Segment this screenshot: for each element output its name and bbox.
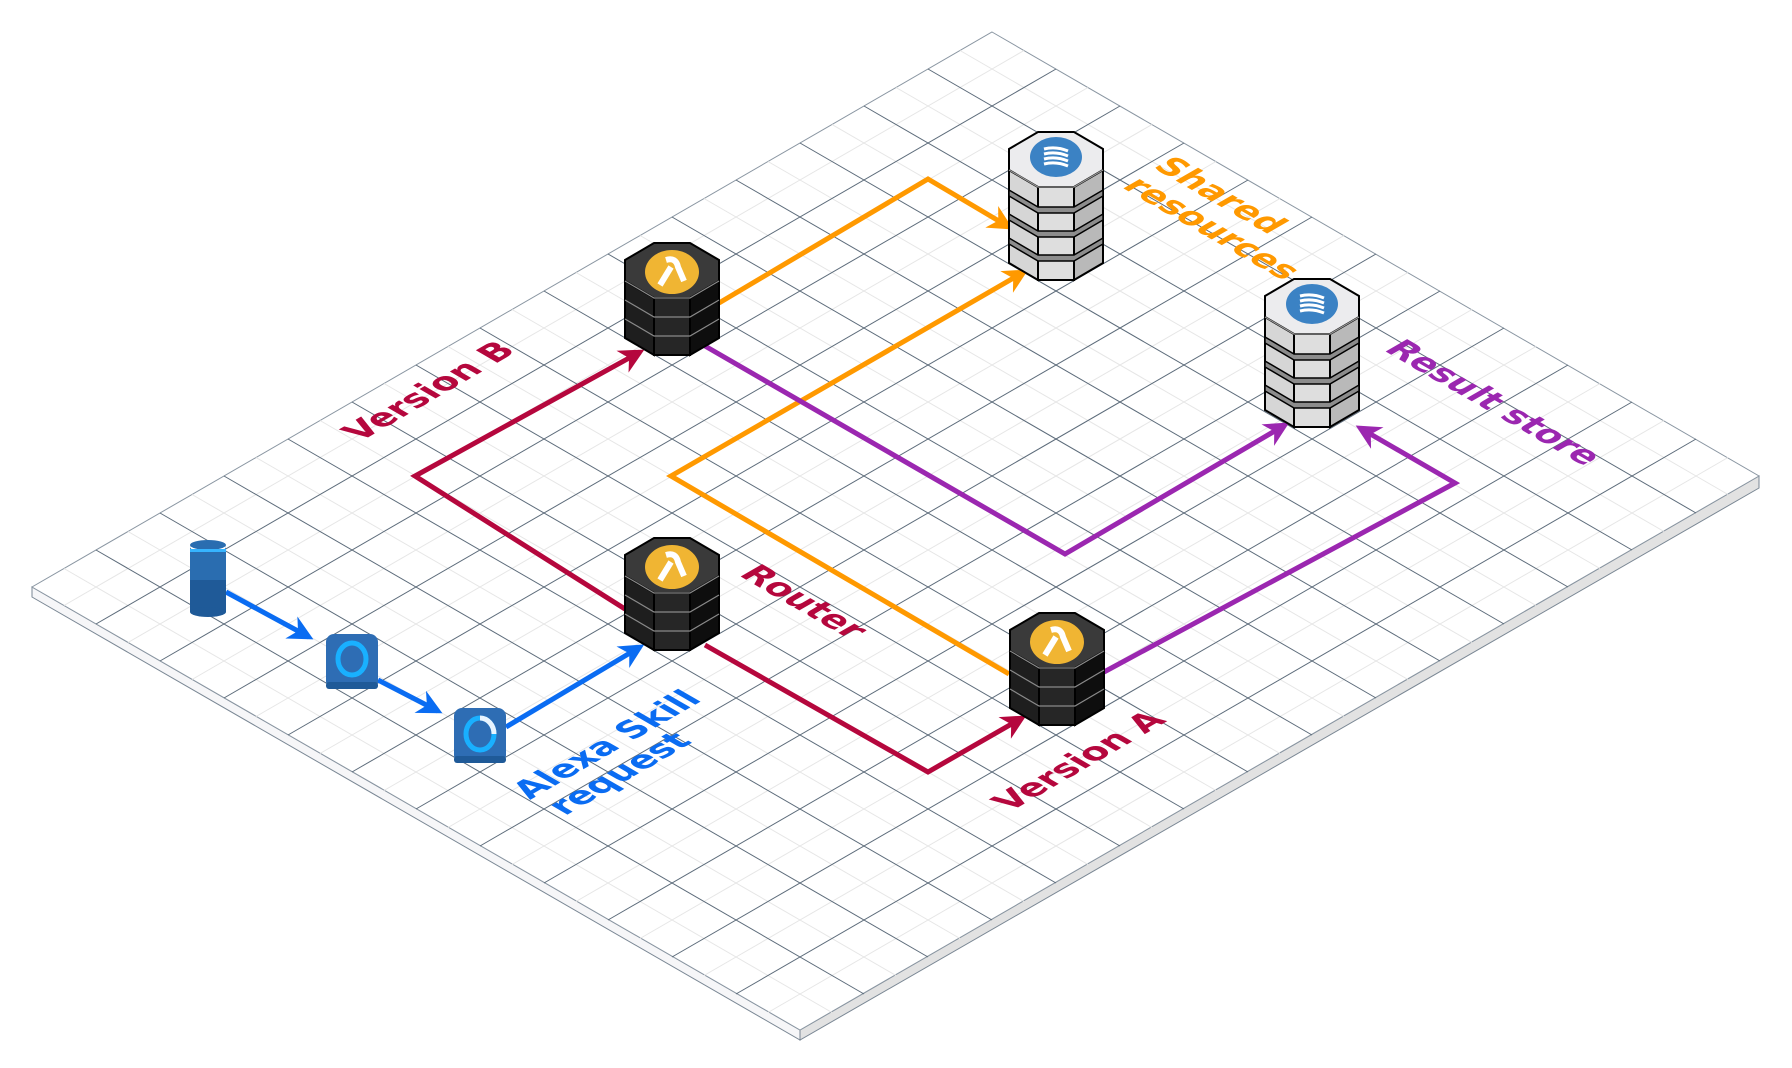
grid-major-line xyxy=(287,438,1057,884)
grid-major-line xyxy=(95,549,865,995)
grid-major-line xyxy=(479,327,1249,773)
grid-major-line xyxy=(415,253,1377,810)
stack-layer-band xyxy=(1264,383,1360,409)
edge-router-to-version-a xyxy=(703,642,1027,775)
grid-major-line xyxy=(95,68,1057,625)
edge-router-to-version-b xyxy=(410,349,645,612)
router-lambda[interactable] xyxy=(624,537,720,652)
edge-version-b-to-result xyxy=(703,343,1290,557)
edge-version-b-to-shared xyxy=(717,176,1014,306)
version-a-lambda[interactable] xyxy=(1009,612,1105,727)
grid-major-line xyxy=(799,142,1569,588)
grid-major-line xyxy=(159,512,929,958)
stack-side-front xyxy=(653,592,691,651)
grid-major-line xyxy=(543,327,1505,884)
stack-layer-line xyxy=(624,299,720,318)
grid-major-line xyxy=(735,179,1505,625)
stack-layer-band xyxy=(1264,335,1360,361)
stack-top-edge xyxy=(1008,169,1104,188)
stack-layer-line xyxy=(1009,688,1105,707)
stack-top-edge xyxy=(624,575,720,594)
alexa-icon[interactable] xyxy=(326,634,378,689)
edge-skillskit-to-router xyxy=(504,644,645,730)
stack-top-edge xyxy=(624,280,720,299)
grid-major-line xyxy=(607,253,1377,699)
grid-major-line xyxy=(543,290,1313,736)
stack-top-edge xyxy=(1264,316,1360,335)
stack-layer-band xyxy=(1008,236,1104,262)
stack-layer-line xyxy=(1009,669,1105,688)
stack-side-front xyxy=(653,297,691,356)
grid-major-line xyxy=(351,401,1121,847)
grid-major-line xyxy=(863,105,1633,551)
grid-major-line xyxy=(223,475,993,921)
lambda-icon xyxy=(645,545,699,589)
stack-layer-line xyxy=(624,613,720,632)
stack-side-front xyxy=(1038,667,1076,726)
edge-version-a-to-shared xyxy=(666,269,1029,677)
result-store-db[interactable] xyxy=(1264,278,1360,429)
grid-major-line xyxy=(415,364,1185,810)
platform xyxy=(31,31,1760,1041)
version-b-lambda[interactable] xyxy=(624,242,720,357)
stack-layer-line xyxy=(624,318,720,337)
lambda-icon xyxy=(1030,620,1084,664)
grid-major-line xyxy=(351,216,1313,773)
echo-icon[interactable] xyxy=(190,540,226,617)
lambda-icon xyxy=(645,250,699,294)
edge-alexa-to-skillskit xyxy=(376,677,443,714)
stack-layer-line xyxy=(624,594,720,613)
grid-major-line xyxy=(735,438,1697,995)
stack-layer-band xyxy=(1008,188,1104,214)
database-icon xyxy=(1286,284,1338,324)
stack-top-edge xyxy=(1009,650,1105,669)
edge-version-a-to-result xyxy=(1102,425,1461,675)
alexa-skills-kit-icon[interactable] xyxy=(454,708,506,763)
grid-major-line xyxy=(671,401,1633,958)
database-icon xyxy=(1030,137,1082,177)
edge-echo-to-alexa xyxy=(224,589,314,640)
shared-resources-db[interactable] xyxy=(1008,131,1104,282)
flows xyxy=(224,176,1461,775)
grid-major-line xyxy=(671,216,1441,662)
stack-layer-band xyxy=(1264,359,1360,385)
stack-layer-band xyxy=(1008,212,1104,238)
